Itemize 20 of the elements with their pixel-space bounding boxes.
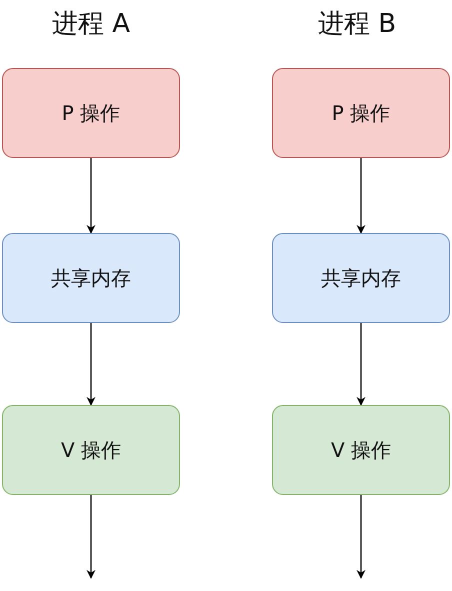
arrow xyxy=(356,495,366,579)
column-heading: 进程 A xyxy=(50,8,132,41)
process-box xyxy=(272,405,450,495)
process-box xyxy=(2,233,180,323)
box-label: V 操作 xyxy=(60,436,122,464)
box-label: P 操作 xyxy=(332,100,390,126)
arrow xyxy=(356,158,366,234)
process-box xyxy=(272,68,450,158)
arrow xyxy=(86,323,96,406)
box-label: 共享内存 xyxy=(321,264,401,292)
arrow xyxy=(86,158,96,234)
process-box xyxy=(272,233,450,323)
box-label: V 操作 xyxy=(330,436,392,464)
arrow xyxy=(86,495,96,579)
process-box xyxy=(2,68,180,158)
box-label: P 操作 xyxy=(62,100,120,126)
process-box xyxy=(2,405,180,495)
arrow xyxy=(356,323,366,406)
column-heading: 进程 B xyxy=(316,8,398,41)
box-label: 共享内存 xyxy=(51,264,131,292)
